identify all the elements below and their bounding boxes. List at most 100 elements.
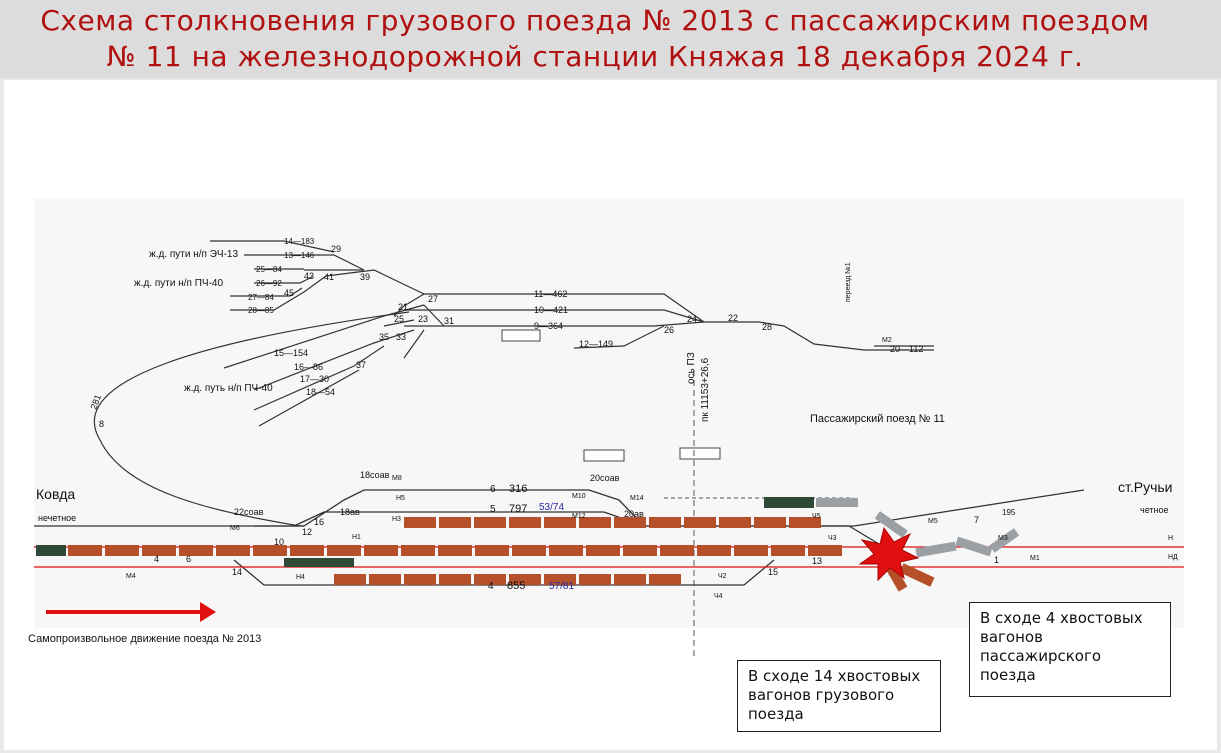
switch-6: 6 [186, 554, 191, 564]
track-15: 15—154 [274, 348, 308, 358]
freight-wagon [401, 545, 435, 556]
track-11: 11—462 [534, 289, 567, 299]
switch-22: 22 [728, 313, 738, 323]
second-locomotive [284, 558, 354, 567]
pz-box [679, 447, 721, 460]
track-12: 12—149 [579, 339, 613, 349]
freight-wagon [808, 545, 842, 556]
track-4-number: 4 [488, 581, 494, 592]
freight-wagon [734, 545, 768, 556]
freight-wagon [142, 545, 176, 556]
switch-28: 28 [762, 322, 772, 332]
siding-label-pch40b: ж.д. путь н/п ПЧ-40 [184, 383, 273, 394]
station-left-name: Ковда [36, 486, 75, 502]
switch-10: 10 [274, 537, 284, 547]
scheme-background [34, 198, 1184, 628]
track-7-number: 7 [974, 515, 979, 525]
signal-n: Н [1168, 535, 1173, 542]
switch-29: 29 [331, 244, 341, 254]
switch-45: 45 [284, 288, 294, 298]
freight-wagon [697, 545, 731, 556]
passenger-locomotive [764, 497, 814, 508]
freight-wagon [544, 574, 576, 585]
freight-wagon [439, 574, 471, 585]
freight-wagon [614, 574, 646, 585]
track-5-length: 797 [509, 503, 527, 515]
post-box [583, 449, 625, 462]
axis-label: ось ПЗ [686, 352, 697, 384]
freight-wagon [438, 545, 472, 556]
freight-wagon [509, 574, 541, 585]
freight-wagon [579, 517, 611, 528]
freight-wagon [684, 517, 716, 528]
freight-wagon [649, 517, 681, 528]
freight-wagon [364, 545, 398, 556]
freight-wagon [544, 517, 576, 528]
signal-m2: М2 [882, 337, 892, 344]
signal-h3: Н3 [392, 516, 401, 523]
signal-h4: Н4 [296, 574, 305, 581]
motion-arrow-icon [200, 602, 216, 622]
freight-wagon [334, 574, 366, 585]
pole-box [501, 329, 541, 342]
signal-h5: Н5 [396, 495, 405, 502]
switch-35: 35 [379, 332, 389, 342]
signal-h1: Н1 [352, 534, 361, 541]
freight-wagon [369, 574, 401, 585]
signal-m4: М4 [126, 573, 136, 580]
switch-33: 33 [396, 332, 406, 342]
passenger-car [816, 498, 858, 507]
track-5-number: 5 [490, 504, 496, 515]
switch-26: 26 [664, 325, 674, 335]
switch-23: 23 [418, 314, 428, 324]
freight-wagon [216, 545, 250, 556]
switch-18soav: 18соав [360, 470, 390, 480]
track-18: 18—54 [306, 387, 335, 397]
track-26: 26—92 [256, 279, 282, 288]
freight-wagon [579, 574, 611, 585]
signal-m5: М5 [928, 518, 938, 525]
signal-m3: М3 [998, 535, 1008, 542]
freight-wagon [789, 517, 821, 528]
track-14: 14—183 [284, 237, 315, 246]
note-passenger: В сходе 4 хвостовых вагонов пассажирског… [969, 602, 1171, 697]
track-13: 13—146 [284, 251, 315, 260]
freight-wagon [179, 545, 213, 556]
passenger-train-label: Пассажирский поезд № 11 [810, 413, 945, 425]
track-6-number: 6 [490, 484, 496, 495]
switch-4: 4 [154, 554, 159, 564]
switch-14: 14 [232, 567, 242, 577]
freight-wagon [649, 574, 681, 585]
collision-star-icon [858, 526, 920, 582]
page-title-line1: Схема столкновения грузового поезда № 20… [40, 4, 1150, 37]
freight-wagon [474, 574, 506, 585]
station-right-name: ст.Ручьи [1118, 479, 1173, 495]
derailed-passenger-cars [874, 511, 1020, 558]
freight-wagon [614, 517, 646, 528]
signal-m12: М12 [572, 513, 586, 520]
track-5-useful: 53/74 [539, 502, 564, 513]
title-bar: Схема столкновения грузового поезда № 20… [0, 0, 1221, 78]
note-freight: В сходе 14 хвостовых вагонов грузового п… [737, 660, 941, 732]
track-16: 16—86 [294, 362, 323, 372]
switch-27: 27 [428, 294, 438, 304]
wagons-group [68, 517, 842, 585]
freight-wagon [660, 545, 694, 556]
freight-wagon [68, 545, 102, 556]
freight-locomotive [36, 545, 66, 556]
freight-wagon [404, 517, 436, 528]
crossing-label: переезд №1 [845, 262, 852, 302]
switch-16: 16 [314, 517, 324, 527]
signal-m14: М14 [630, 495, 644, 502]
page-title-line2: № 11 на железнодорожной станции Княжая 1… [106, 40, 1084, 73]
track-17: 17—30 [300, 374, 329, 384]
freight-wagon [623, 545, 657, 556]
switch-39: 39 [360, 272, 370, 282]
switch-20av: 20ав [624, 509, 644, 519]
freight-wagon [475, 545, 509, 556]
switch-1: 1 [994, 555, 999, 565]
switch-13: 13 [812, 556, 822, 566]
track-4-useful: 57/81 [549, 581, 574, 592]
switch-18av: 18ав [340, 507, 360, 517]
freight-wagon [549, 545, 583, 556]
